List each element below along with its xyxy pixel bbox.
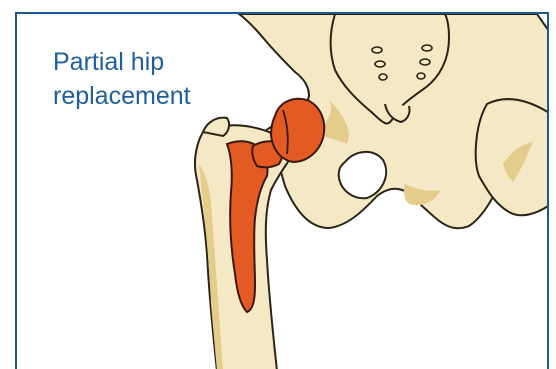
caption: Partial hip replacement — [53, 45, 191, 113]
caption-line-2: replacement — [53, 79, 191, 113]
greater-trochanter — [203, 118, 229, 136]
diagram-frame: Partial hip replacement — [15, 12, 549, 369]
caption-line-1: Partial hip — [53, 45, 191, 79]
